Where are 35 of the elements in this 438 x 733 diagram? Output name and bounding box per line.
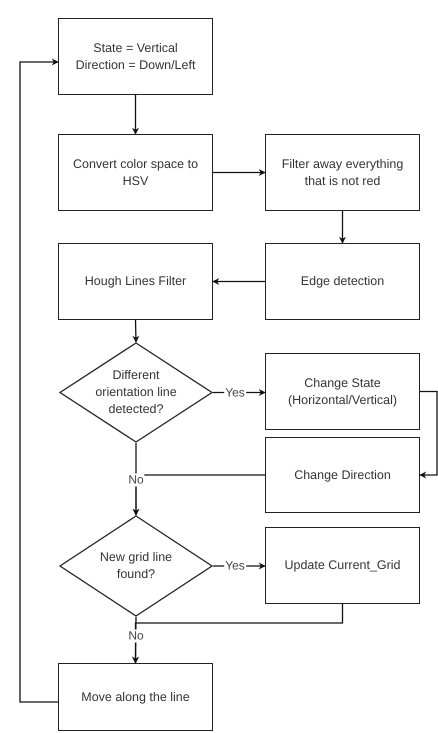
node-text: Edge detection [300,273,384,290]
node-text: Hough Lines Filter [84,273,186,290]
arrow [419,390,438,478]
arrow [132,474,265,516]
process-box [58,663,213,731]
arrow [212,278,265,285]
node-text: Change State (Horizontal/Vertical) [286,374,398,408]
node-text: Filter away everything that is not red [280,156,404,190]
node-text: New grid line found? [98,549,174,583]
edge-label: No [127,630,145,642]
process-box [265,527,420,604]
node-text: Different orientation line detected? [94,367,178,418]
edge-label: Yes [224,560,246,572]
node-text: Convert color space to HSV [72,156,200,190]
process-box [265,353,420,430]
process-box [265,243,420,320]
decision-diamond [59,515,213,617]
arrow [213,169,266,176]
process-box [265,134,420,211]
arrow [132,95,139,135]
decision-diamond [59,342,213,443]
arrow [339,211,346,244]
node-text: State = Vertical Direction = Down/Left [74,40,196,74]
arrow [19,58,59,703]
edge-label: No [127,474,145,486]
process-box [58,18,213,95]
edge-label: Yes [224,386,246,399]
node-text: Change Direction [294,466,391,484]
process-box [58,243,213,320]
node-text: Update Current_Grid [284,557,401,574]
arrow [132,604,344,664]
arrow [132,320,140,343]
process-box [58,134,213,211]
node-text: Move along the line [81,688,190,706]
process-box [265,437,420,513]
